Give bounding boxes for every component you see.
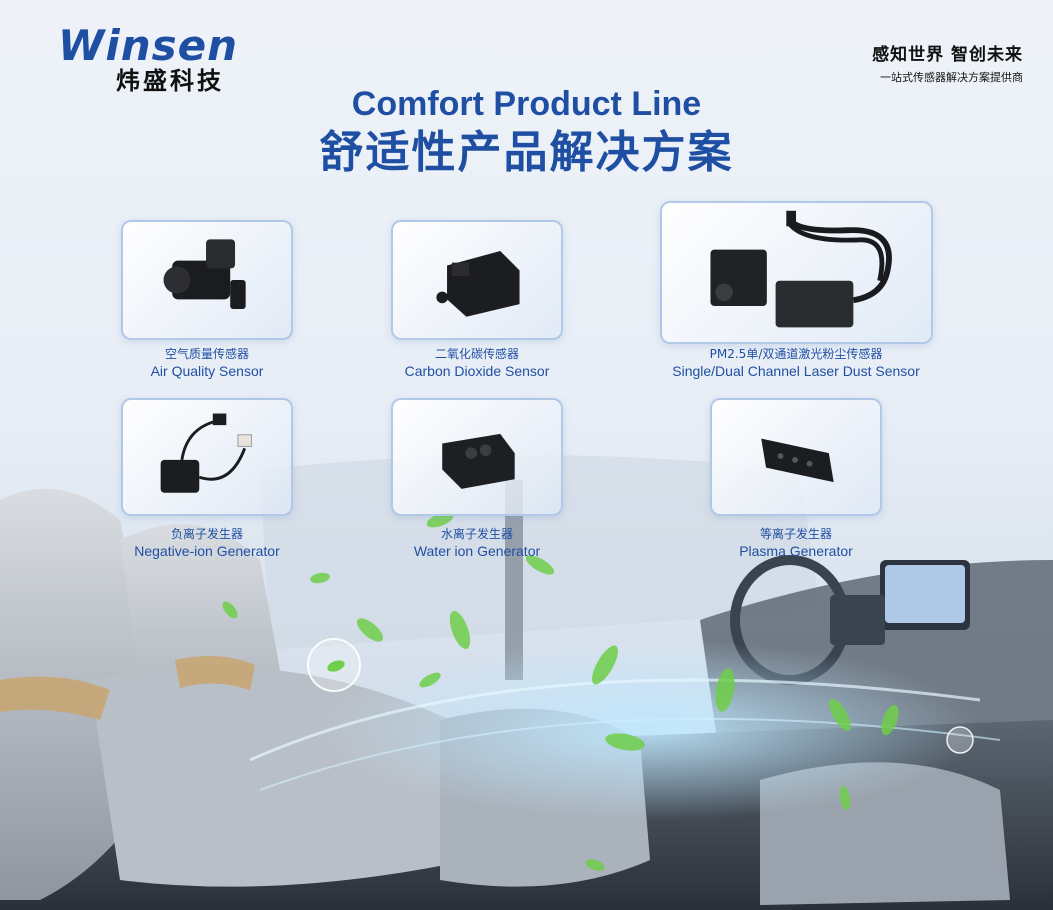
product-name-cn: 空气质量传感器 <box>164 347 249 361</box>
product-name-en: Negative-ion Generator <box>134 543 280 559</box>
product-name-en: Water ion Generator <box>413 543 541 559</box>
product-name-en: Air Quality Sensor <box>150 363 264 379</box>
product-label-laser-dust: PM2.5单/双通道激光粉尘传感器 Single/Dual Channel La… <box>646 346 946 380</box>
slogan-sub: 一站式传感器解决方案提供商 <box>880 71 1023 84</box>
product-name-cn: 二氧化碳传感器 <box>434 347 519 361</box>
title-cn: 舒适性产品解决方案 <box>319 127 734 178</box>
laser-dust-sensor-image <box>710 210 892 328</box>
winsen-logo: Winsen 炜盛科技 <box>58 22 258 102</box>
product-card-negative-ion <box>121 398 293 516</box>
slogan-main: 感知世界 智创未来 <box>872 45 1023 65</box>
plasma-generator-image <box>761 438 834 483</box>
product-card-laser-dust <box>660 201 933 344</box>
product-name-cn: 等离子发生器 <box>759 527 832 541</box>
product-name-cn: PM2.5单/双通道激光粉尘传感器 <box>709 347 883 361</box>
product-card-water-ion <box>391 398 563 516</box>
carbon-dioxide-sensor-image <box>436 251 520 317</box>
product-card-carbon-dioxide <box>391 220 563 340</box>
air-quality-sensor-image <box>163 239 246 309</box>
title-en: Comfort Product Line <box>351 85 702 123</box>
product-name-en: Single/Dual Channel Laser Dust Sensor <box>672 363 920 379</box>
product-name-cn: 水离子发生器 <box>440 527 513 541</box>
product-label-plasma: 等离子发生器 Plasma Generator <box>686 526 906 560</box>
logo-wordmark-en: Winsen <box>58 21 239 70</box>
negative-ion-generator-image <box>160 413 252 493</box>
product-label-water-ion: 水离子发生器 Water ion Generator <box>367 526 587 560</box>
product-name-en: Carbon Dioxide Sensor <box>404 363 550 379</box>
logo-wordmark-cn: 炜盛科技 <box>116 67 224 95</box>
product-label-air-quality: 空气质量传感器 Air Quality Sensor <box>107 346 307 380</box>
slogan-block: 感知世界 智创未来 一站式传感器解决方案提供商 <box>872 44 1023 87</box>
water-ion-generator-image <box>442 433 515 489</box>
product-label-carbon-dioxide: 二氧化碳传感器 Carbon Dioxide Sensor <box>357 346 597 380</box>
product-label-negative-ion: 负离子发生器 Negative-ion Generator <box>97 526 317 560</box>
product-card-plasma <box>710 398 882 516</box>
product-card-air-quality <box>121 220 293 340</box>
product-name-en: Plasma Generator <box>739 543 853 559</box>
product-name-cn: 负离子发生器 <box>170 527 243 541</box>
